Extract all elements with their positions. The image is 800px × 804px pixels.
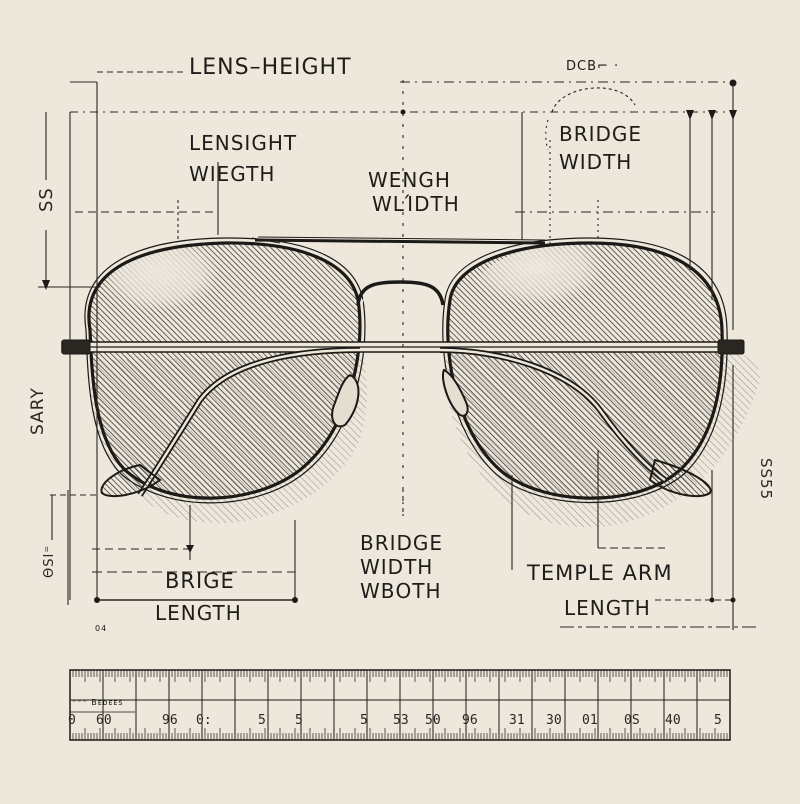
label-bridge-center-1: BRIDGE	[360, 531, 444, 555]
label-bridge-center-3: WΒOTH	[360, 579, 442, 603]
ruler-number: 0	[68, 713, 76, 728]
ruler-number: 53	[393, 713, 409, 728]
nose-pads	[331, 368, 469, 428]
label-wiegth: WIEGTH	[189, 162, 276, 186]
temple-arm-horizontal	[61, 339, 745, 355]
label-temple-arm: TEMPLE ARM	[527, 561, 673, 585]
label-wlidth: WLΊDTH	[372, 192, 460, 216]
label-left-sary: SARY	[28, 387, 48, 435]
right-lens-shading	[447, 243, 723, 499]
ruler-number: 0S	[624, 713, 640, 728]
label-lens-height: LENS–HEIGHT	[189, 55, 352, 80]
label-temple-length: LENGTH	[564, 596, 651, 620]
temple-tips	[100, 458, 712, 498]
ruler-number: 5	[360, 713, 368, 728]
ruler-number: 40	[665, 713, 681, 728]
ruler-number: 5	[714, 713, 722, 728]
temple-arm-curves	[137, 347, 667, 497]
ruler-number: 5	[258, 713, 266, 728]
ruler-ticks	[69, 670, 731, 740]
ruler-number: 96	[462, 713, 478, 728]
brow-bar	[251, 236, 546, 245]
label-small-mark: 04	[95, 624, 108, 633]
label-left-ss: SS	[36, 187, 57, 212]
ruler-corner-label: ⁼⁼⁼ Bᴇᴅᴇᴇs	[72, 698, 124, 707]
label-brige: BRIGE	[165, 569, 235, 593]
label-right-ss55: SS55	[757, 458, 775, 501]
label-lensight: LENSIGHT	[189, 131, 298, 155]
label-arc-top: DCB⌐ ·	[566, 59, 620, 74]
label-bridge-width-top-2: WIDTH	[559, 150, 633, 174]
ruler-number: 31	[509, 713, 525, 728]
ruler-number: 96	[162, 713, 178, 728]
dimension-lines	[38, 71, 760, 630]
label-brige-length: LENGTH	[155, 601, 242, 625]
ruler-number: 30	[546, 713, 562, 728]
ruler-number: 01	[582, 713, 598, 728]
ruler-number: 0:	[196, 713, 212, 728]
ruler-number: 60	[96, 713, 112, 728]
label-bridge-center-2: WIDTH	[360, 555, 434, 579]
label-left-bottom: ΘSI⁼	[42, 544, 57, 578]
label-wengh: WENGH	[368, 168, 451, 192]
ruler-number: 50	[425, 713, 441, 728]
ruler-number: 5	[295, 713, 303, 728]
nose-bridge	[356, 280, 445, 306]
dimension-arrows	[42, 79, 737, 603]
label-bridge-width-top: BRIDGE	[559, 122, 643, 146]
